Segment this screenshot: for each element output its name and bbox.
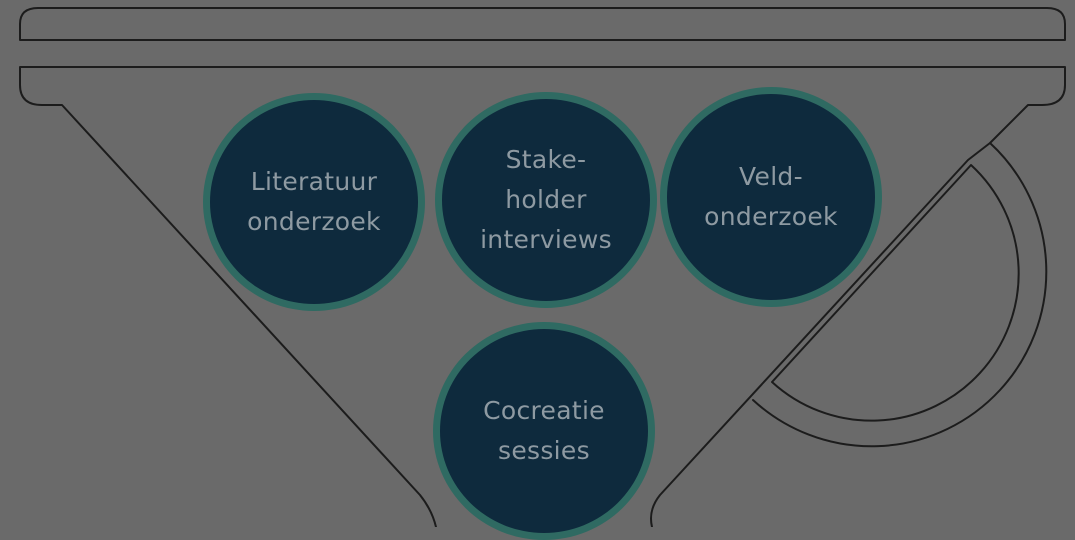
funnel-handle-inner: [771, 164, 1020, 422]
funnel-rim: [19, 7, 1066, 41]
node-cocreatie-sessies: Cocreatie sessies: [433, 322, 655, 540]
node-stakeholder-interviews-label: Stake- holder interviews: [480, 145, 612, 254]
node-veld-onderzoek: Veld- onderzoek: [660, 87, 882, 307]
funnel-diagram: Literatuur onderzoek Stake- holder inter…: [19, 7, 1066, 540]
funnel-outline: [19, 7, 1066, 527]
node-stakeholder-interviews: Stake- holder interviews: [435, 92, 657, 308]
funnel-cup: [19, 66, 1066, 527]
node-veld-onderzoek-label: Veld- onderzoek: [704, 162, 838, 231]
node-literatuur-onderzoek-label: Literatuur onderzoek: [247, 167, 381, 236]
funnel-handle-outer: [752, 142, 1048, 448]
node-literatuur-onderzoek: Literatuur onderzoek: [203, 93, 425, 311]
node-cocreatie-sessies-label: Cocreatie sessies: [483, 396, 605, 465]
